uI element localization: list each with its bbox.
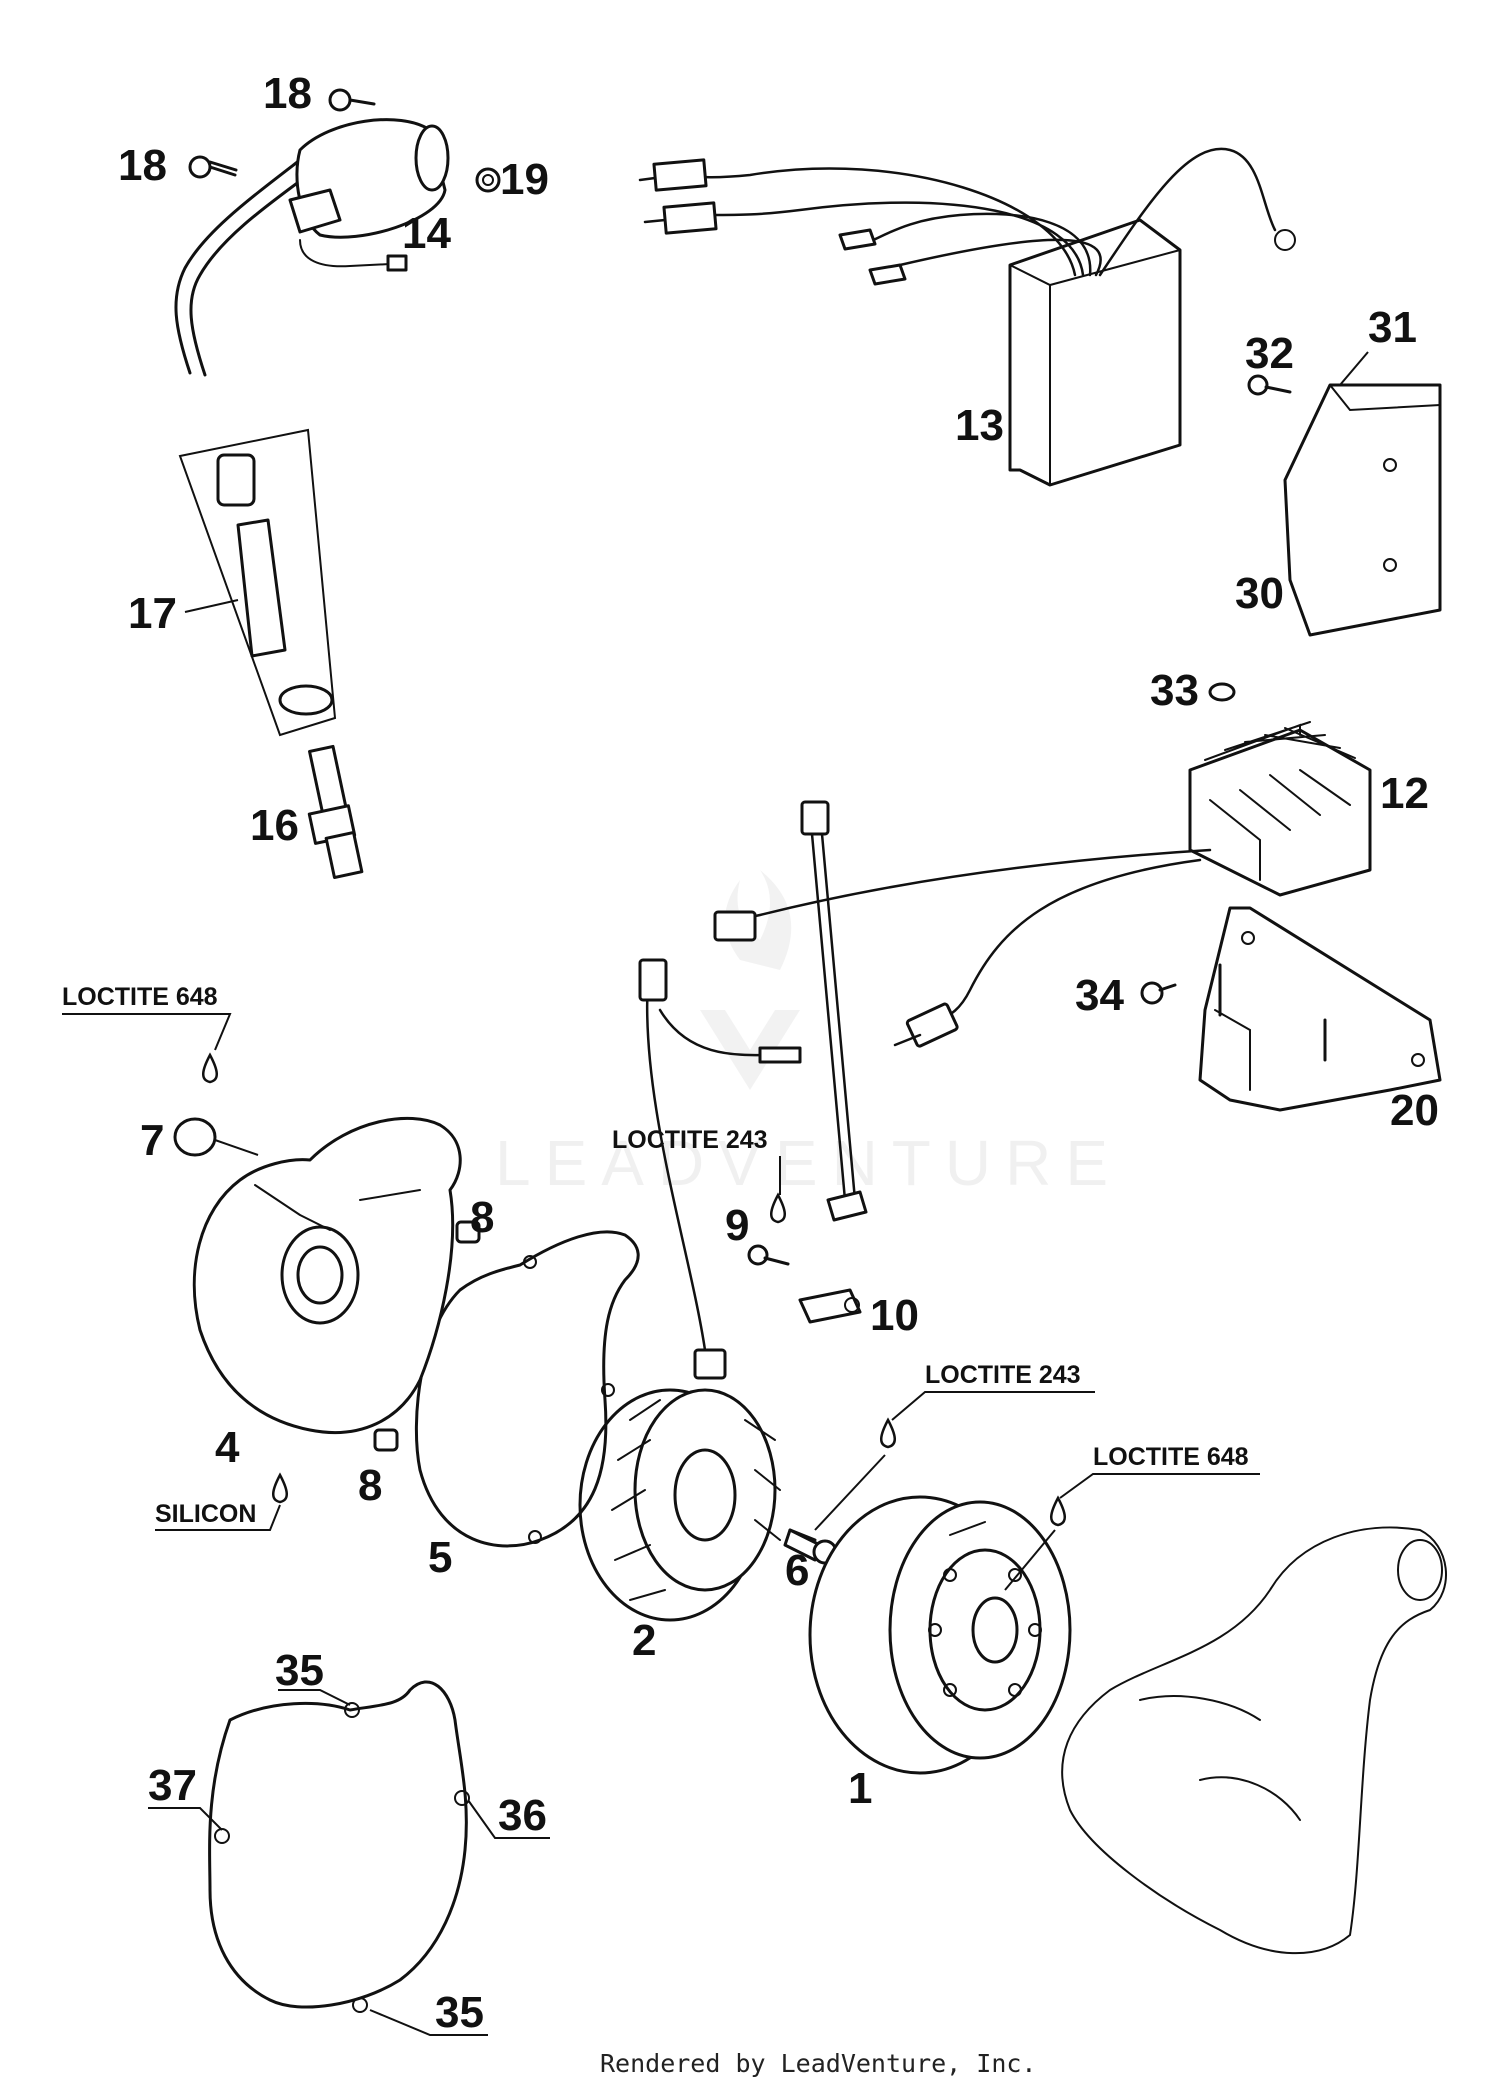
callout-16: 16 (250, 801, 299, 850)
note-loctite-243-mid-text: LOCTITE 243 (612, 1126, 768, 1154)
screw-34[interactable] (1140, 981, 1177, 1005)
note-silicon: SILICON (155, 1472, 288, 1531)
callout-13: 13 (955, 401, 1004, 450)
callout-10: 10 (870, 1291, 919, 1340)
leader-7 (214, 1139, 259, 1156)
callout-1: 1 (848, 1764, 872, 1813)
voltage-regulator[interactable] (713, 721, 1372, 1048)
pickup-sensor[interactable] (798, 800, 868, 1324)
nut-19[interactable] (475, 167, 501, 193)
callout-2: 2 (632, 1616, 656, 1665)
plug-7[interactable] (173, 1117, 217, 1157)
note-loctite-243-right-text: LOCTITE 243 (925, 1361, 1081, 1389)
watermark: LEADVENTURE (495, 870, 1122, 1199)
callout-18a: 18 (263, 69, 312, 118)
callout-35a: 35 (275, 1646, 324, 1695)
callout-8a: 8 (470, 1193, 494, 1242)
callout-37: 37 (148, 1761, 197, 1810)
leader-31 (1339, 351, 1369, 386)
callout-17: 17 (128, 589, 177, 638)
spark-plug[interactable] (307, 744, 364, 879)
flywheel-rotor[interactable] (808, 1495, 1072, 1775)
cdi-cover[interactable] (1283, 383, 1442, 637)
adhesive-drop-icon (770, 1192, 786, 1224)
adhesive-drop-icon (1050, 1495, 1066, 1527)
adhesive-drop-icon (202, 1052, 218, 1084)
spark-plug-cap[interactable] (178, 428, 337, 737)
leader-17 (184, 599, 239, 613)
callout-8b: 8 (358, 1461, 382, 1510)
footer-credit: Rendered by LeadVenture, Inc. (600, 2049, 1037, 2078)
nut-33[interactable] (1208, 682, 1236, 702)
stator[interactable] (578, 958, 802, 1622)
callout-33: 33 (1150, 666, 1199, 715)
callout-12: 12 (1380, 769, 1429, 818)
stator-gasket[interactable] (208, 1680, 470, 2013)
note-loctite-648-right: LOCTITE 648 (1004, 1443, 1260, 1591)
leader-36 (467, 1799, 550, 1839)
leader-35b (369, 2009, 488, 2036)
bolt-18a[interactable] (188, 155, 238, 179)
leader-35a (278, 1689, 351, 1706)
note-silicon-text: SILICON (155, 1500, 256, 1528)
note-loctite-243-right: LOCTITE 243 (814, 1361, 1095, 1531)
callout-30: 30 (1235, 569, 1284, 618)
watermark-text: LEADVENTURE (495, 1127, 1122, 1199)
callout-4: 4 (215, 1423, 240, 1472)
callout-31: 31 (1368, 303, 1417, 352)
adhesive-drop-icon (272, 1472, 288, 1504)
note-loctite-648-left-text: LOCTITE 648 (62, 983, 218, 1011)
cdi-unit[interactable] (638, 147, 1296, 487)
callout-9: 9 (725, 1201, 749, 1250)
engine-case-outline (1061, 1526, 1447, 1955)
callout-14: 14 (402, 209, 451, 258)
callout-6: 6 (785, 1546, 809, 1595)
callout-18b: 18 (118, 141, 167, 190)
callout-35b: 35 (435, 1988, 484, 2037)
screw-32[interactable] (1247, 374, 1292, 396)
callout-32: 32 (1245, 329, 1294, 378)
adhesive-drop-icon (880, 1417, 896, 1449)
callout-36: 36 (498, 1791, 547, 1840)
ignition-coil[interactable] (174, 118, 450, 377)
callout-19: 19 (500, 155, 549, 204)
callout-5: 5 (428, 1533, 452, 1582)
note-loctite-648-right-text: LOCTITE 648 (1093, 1443, 1249, 1471)
callout-34: 34 (1075, 971, 1124, 1020)
callout-7: 7 (140, 1116, 164, 1165)
screw-9[interactable] (747, 1244, 790, 1266)
leader-37 (148, 1807, 223, 1831)
ignition-cover[interactable] (192, 1116, 481, 1452)
note-loctite-648-left: LOCTITE 648 (62, 983, 232, 1084)
callout-20: 20 (1390, 1086, 1439, 1135)
regulator-bracket[interactable] (1198, 906, 1442, 1112)
note-loctite-243-mid: LOCTITE 243 (612, 1126, 786, 1224)
bolt-18b[interactable] (328, 88, 376, 112)
